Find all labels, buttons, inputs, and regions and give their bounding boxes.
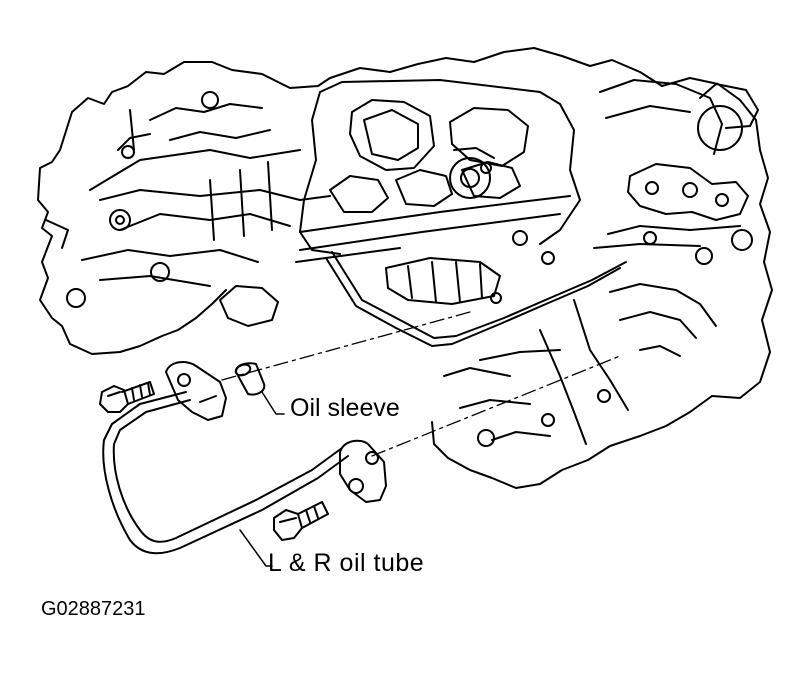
leader-lines [239, 391, 285, 567]
valve-body [295, 79, 627, 347]
figure-code: G02887231 [41, 598, 146, 620]
side-cover [443, 79, 759, 447]
bolt-upper [99, 381, 155, 413]
transmission-case [37, 47, 773, 489]
alignment-lines [221, 311, 621, 457]
oil-tube-label: L & R oil tube [268, 549, 425, 577]
oil-sleeve [234, 362, 266, 396]
bolt-lower [273, 501, 329, 541]
oil-sleeve-label: Oil sleeve [290, 394, 400, 422]
oil-tube [102, 361, 387, 555]
